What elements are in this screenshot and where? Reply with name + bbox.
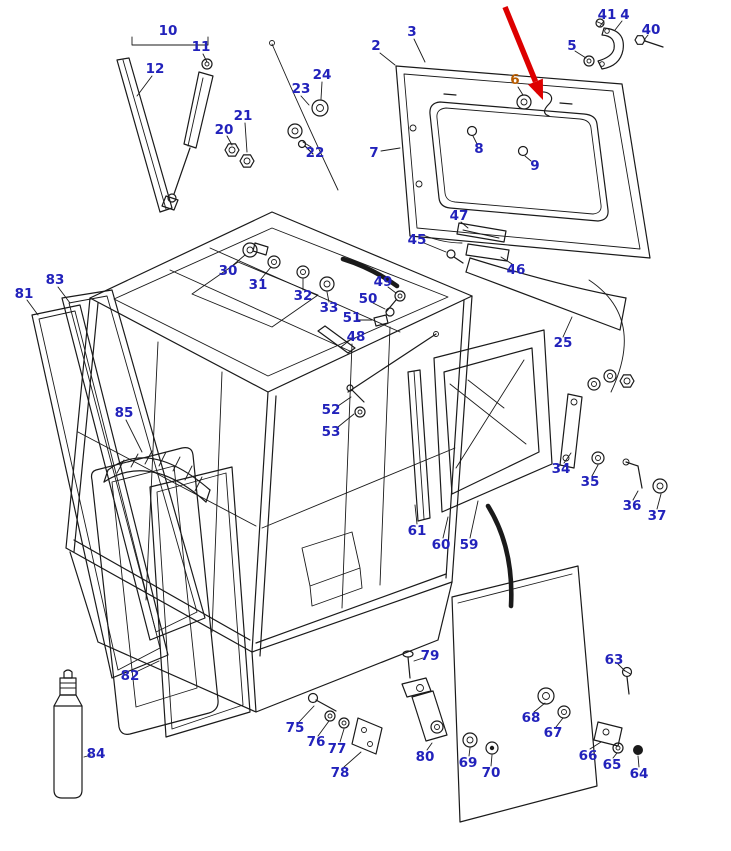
part-label-31: 31 xyxy=(248,277,268,293)
part-label-70: 70 xyxy=(481,765,501,781)
part-label-77: 77 xyxy=(327,741,347,757)
seal-swoosh-top xyxy=(340,256,400,289)
part-label-7: 7 xyxy=(369,145,379,161)
part-label-66: 66 xyxy=(578,748,598,764)
hinge-parts-right xyxy=(559,369,668,494)
roof-hatch-panel xyxy=(395,65,651,259)
door-frame-left xyxy=(90,447,219,735)
part-label-40: 40 xyxy=(641,22,661,38)
latch-assembly xyxy=(422,222,510,264)
part-label-75: 75 xyxy=(285,720,305,736)
windshield-glass-panels xyxy=(31,289,206,679)
window-stay-rod xyxy=(346,331,439,418)
part-label-52: 52 xyxy=(321,402,341,418)
part-label-48: 48 xyxy=(346,329,366,345)
part-label-11: 11 xyxy=(191,39,211,55)
lower-door-panel xyxy=(451,565,598,823)
part-label-6: 6 xyxy=(510,72,520,88)
part-label-37: 37 xyxy=(647,508,667,524)
part-label-69: 69 xyxy=(458,755,478,771)
mount-hardware-30-33 xyxy=(242,242,335,292)
trim-rod-end xyxy=(269,40,275,46)
window-channel-strip xyxy=(116,57,173,213)
door-trim-85 xyxy=(103,450,211,503)
part-label-23: 23 xyxy=(291,81,311,97)
sealant-tube-84 xyxy=(53,669,83,799)
part-label-8: 8 xyxy=(474,141,484,157)
part-label-36: 36 xyxy=(622,498,642,514)
part-label-45: 45 xyxy=(407,232,427,248)
part-label-12: 12 xyxy=(145,61,165,77)
part-label-82: 82 xyxy=(120,668,140,684)
part-label-80: 80 xyxy=(415,749,435,765)
gas-strut xyxy=(161,58,214,211)
part-label-65: 65 xyxy=(602,757,622,773)
part-label-67: 67 xyxy=(543,725,563,741)
part-label-2: 2 xyxy=(371,38,381,54)
part-label-61: 61 xyxy=(407,523,427,539)
part-label-60: 60 xyxy=(431,537,451,553)
leader-lines xyxy=(26,20,662,768)
hatch-catch-part-6 xyxy=(516,91,553,117)
seal-swoosh-right xyxy=(485,503,514,609)
rear-window xyxy=(433,329,553,513)
part-label-34: 34 xyxy=(551,461,571,477)
panel-hardware-right xyxy=(462,666,643,755)
part-label-41: 41 xyxy=(597,7,617,23)
part-label-63: 63 xyxy=(604,652,624,668)
part-label-9: 9 xyxy=(530,158,540,174)
part-label-50: 50 xyxy=(358,291,378,307)
part-label-78: 78 xyxy=(330,765,350,781)
part-label-85: 85 xyxy=(114,405,134,421)
part-label-64: 64 xyxy=(629,766,649,782)
part-label-33: 33 xyxy=(319,300,339,316)
hinge-connector-curve xyxy=(588,279,625,393)
part-label-5: 5 xyxy=(567,38,577,54)
part-label-81: 81 xyxy=(14,286,34,302)
red-pointer-arrow xyxy=(502,5,543,100)
hinge-hardware-bottom xyxy=(307,650,448,755)
part-label-49: 49 xyxy=(373,274,393,290)
pillar-strip-61 xyxy=(407,369,431,522)
part-label-30: 30 xyxy=(218,263,238,279)
part-label-4: 4 xyxy=(620,7,630,23)
part-label-84: 84 xyxy=(86,746,106,762)
part-label-3: 3 xyxy=(407,24,417,40)
part-label-53: 53 xyxy=(321,424,341,440)
part-label-20: 20 xyxy=(214,122,234,138)
part-label-32: 32 xyxy=(293,288,313,304)
hatch-retainer-hardware xyxy=(583,18,664,70)
part-label-79: 79 xyxy=(420,648,440,664)
part-label-21: 21 xyxy=(233,108,253,124)
fastener-stack-top-left xyxy=(224,99,329,168)
part-label-59: 59 xyxy=(459,537,479,553)
part-label-22: 22 xyxy=(305,145,325,161)
cab-frame xyxy=(65,211,473,713)
door-glass-82 xyxy=(149,466,251,738)
part-label-25: 25 xyxy=(553,335,573,351)
part-label-83: 83 xyxy=(45,272,65,288)
part-label-24: 24 xyxy=(312,67,332,83)
part-label-47: 47 xyxy=(449,208,469,224)
part-label-68: 68 xyxy=(521,710,541,726)
part-label-51: 51 xyxy=(342,310,362,326)
trim-rod xyxy=(271,43,339,191)
part-label-76: 76 xyxy=(306,734,326,750)
part-label-10: 10 xyxy=(158,23,178,39)
part-label-35: 35 xyxy=(580,474,600,490)
part-label-46: 46 xyxy=(506,262,526,278)
curved-panel-25 xyxy=(465,257,627,331)
